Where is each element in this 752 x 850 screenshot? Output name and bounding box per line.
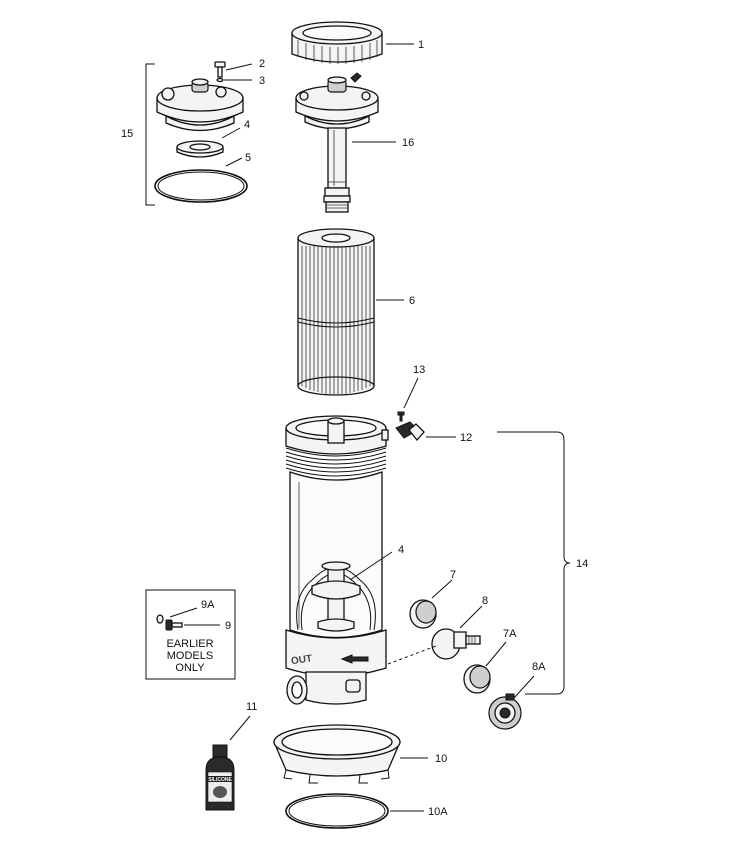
part-12-clip bbox=[395, 421, 425, 442]
callout-8: 8 bbox=[482, 595, 488, 607]
out-embossed-text: OUT bbox=[290, 653, 312, 667]
callout-7: 7 bbox=[450, 569, 456, 581]
leader-lines bbox=[169, 43, 535, 812]
callout-15: 15 bbox=[121, 128, 133, 140]
note-line-2: MODELS bbox=[167, 650, 213, 662]
callout-4-body: 4 bbox=[398, 544, 404, 556]
callout-2: 2 bbox=[259, 58, 265, 70]
callout-1: 1 bbox=[418, 39, 424, 51]
callout-labels: 1 2 3 4 5 15 16 6 13 12 14 4 7 8 7A 8A 9… bbox=[121, 39, 588, 818]
callout-16: 16 bbox=[402, 137, 414, 149]
part-7-plug bbox=[409, 599, 437, 629]
callout-10: 10 bbox=[435, 753, 447, 765]
part-10a-o-ring bbox=[285, 793, 389, 829]
part-8a-fitting bbox=[488, 693, 522, 730]
callout-5: 5 bbox=[245, 152, 251, 164]
note-line-1: EARLIER bbox=[166, 638, 213, 650]
group-14-bracket bbox=[497, 431, 571, 695]
part-13-screw bbox=[397, 411, 405, 422]
callout-6: 6 bbox=[409, 295, 415, 307]
callout-3: 3 bbox=[259, 75, 265, 87]
callout-8a: 8A bbox=[532, 661, 546, 673]
callout-14: 14 bbox=[576, 558, 588, 570]
part-1-lock-ring bbox=[291, 21, 383, 64]
callout-11: 11 bbox=[246, 701, 257, 713]
callout-9: 9 bbox=[225, 620, 231, 632]
part-16-lid-assembly bbox=[295, 72, 379, 213]
callout-4-lid: 4 bbox=[244, 119, 250, 131]
callout-7a: 7A bbox=[503, 628, 517, 640]
bottle-label-text: SILICONE bbox=[208, 777, 232, 783]
part-15-lid-kit bbox=[145, 61, 248, 206]
filter-body: OUT bbox=[285, 415, 389, 705]
callout-13: 13 bbox=[413, 364, 425, 376]
note-line-3: ONLY bbox=[175, 662, 205, 674]
part-11-silicone-bottle: SILICONE bbox=[205, 744, 235, 811]
callout-9a: 9A bbox=[201, 599, 215, 611]
part-6-filter-cartridge bbox=[297, 228, 375, 396]
earlier-models-note-box: EARLIER MODELS ONLY bbox=[145, 589, 236, 680]
callout-10a: 10A bbox=[428, 806, 448, 818]
callout-12: 12 bbox=[460, 432, 472, 444]
part-8-drain-plug bbox=[431, 628, 481, 660]
part-7a-plug bbox=[463, 664, 491, 694]
part-10-base-ring bbox=[273, 724, 401, 784]
